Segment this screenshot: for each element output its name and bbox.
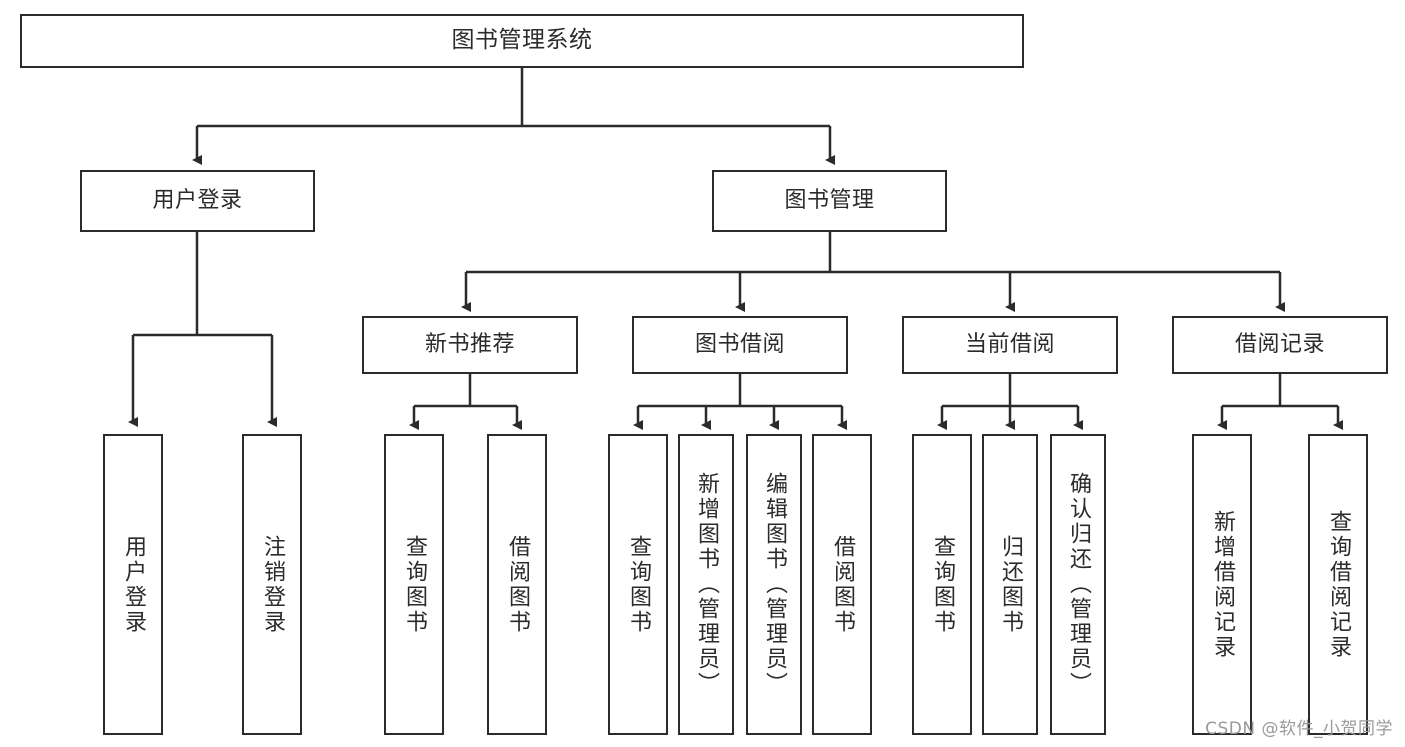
leaf-query-book-2[interactable]: 查询图书: [608, 434, 668, 735]
leaf-edit-book[interactable]: 编辑图书（管理员）: [746, 434, 802, 735]
leaf-add-book[interactable]: 新增图书（管理员）: [678, 434, 734, 735]
node-label: 注销登录: [260, 534, 285, 635]
node-label: 编辑图书（管理员）: [762, 472, 787, 697]
leaf-logout[interactable]: 注销登录: [242, 434, 302, 735]
node-new-book-rec[interactable]: 新书推荐: [362, 316, 578, 374]
node-label: 图书管理: [784, 188, 875, 214]
node-label: 查询图书: [930, 534, 955, 635]
leaf-confirm-return[interactable]: 确认归还（管理员）: [1050, 434, 1106, 735]
node-label: 借阅记录: [1234, 332, 1325, 358]
leaf-query-book-3[interactable]: 查询图书: [912, 434, 972, 735]
node-label: 用户登录: [152, 188, 243, 214]
node-label: 新增图书（管理员）: [694, 472, 719, 697]
leaf-query-book-1[interactable]: 查询图书: [384, 434, 444, 735]
node-label: 新书推荐: [424, 332, 515, 358]
leaf-borrow-book-2[interactable]: 借阅图书: [812, 434, 872, 735]
node-user-login[interactable]: 用户登录: [80, 170, 315, 232]
node-root-system[interactable]: 图书管理系统: [20, 14, 1024, 68]
node-label: 归还图书: [998, 534, 1023, 635]
node-label: 图书借阅: [694, 332, 785, 358]
node-current-borrow[interactable]: 当前借阅: [902, 316, 1118, 374]
node-label: 借阅图书: [505, 534, 530, 635]
leaf-user-login[interactable]: 用户登录: [103, 434, 163, 735]
node-label: 用户登录: [121, 534, 146, 635]
node-label: 图书管理系统: [451, 27, 593, 54]
leaf-add-record[interactable]: 新增借阅记录: [1192, 434, 1252, 735]
node-label: 当前借阅: [964, 332, 1055, 358]
node-label: 新增借阅记录: [1210, 509, 1235, 660]
node-label: 确认归还（管理员）: [1066, 472, 1091, 697]
node-label: 查询图书: [402, 534, 427, 635]
leaf-return-book[interactable]: 归还图书: [982, 434, 1038, 735]
node-borrow-record[interactable]: 借阅记录: [1172, 316, 1388, 374]
node-book-borrow[interactable]: 图书借阅: [632, 316, 848, 374]
node-label: 查询借阅记录: [1326, 509, 1351, 660]
node-label: 查询图书: [626, 534, 651, 635]
leaf-query-record[interactable]: 查询借阅记录: [1308, 434, 1368, 735]
leaf-borrow-book-1[interactable]: 借阅图书: [487, 434, 547, 735]
node-label: 借阅图书: [830, 534, 855, 635]
watermark: CSDN @软件_小贺同学: [1205, 719, 1393, 739]
node-book-manage[interactable]: 图书管理: [712, 170, 947, 232]
